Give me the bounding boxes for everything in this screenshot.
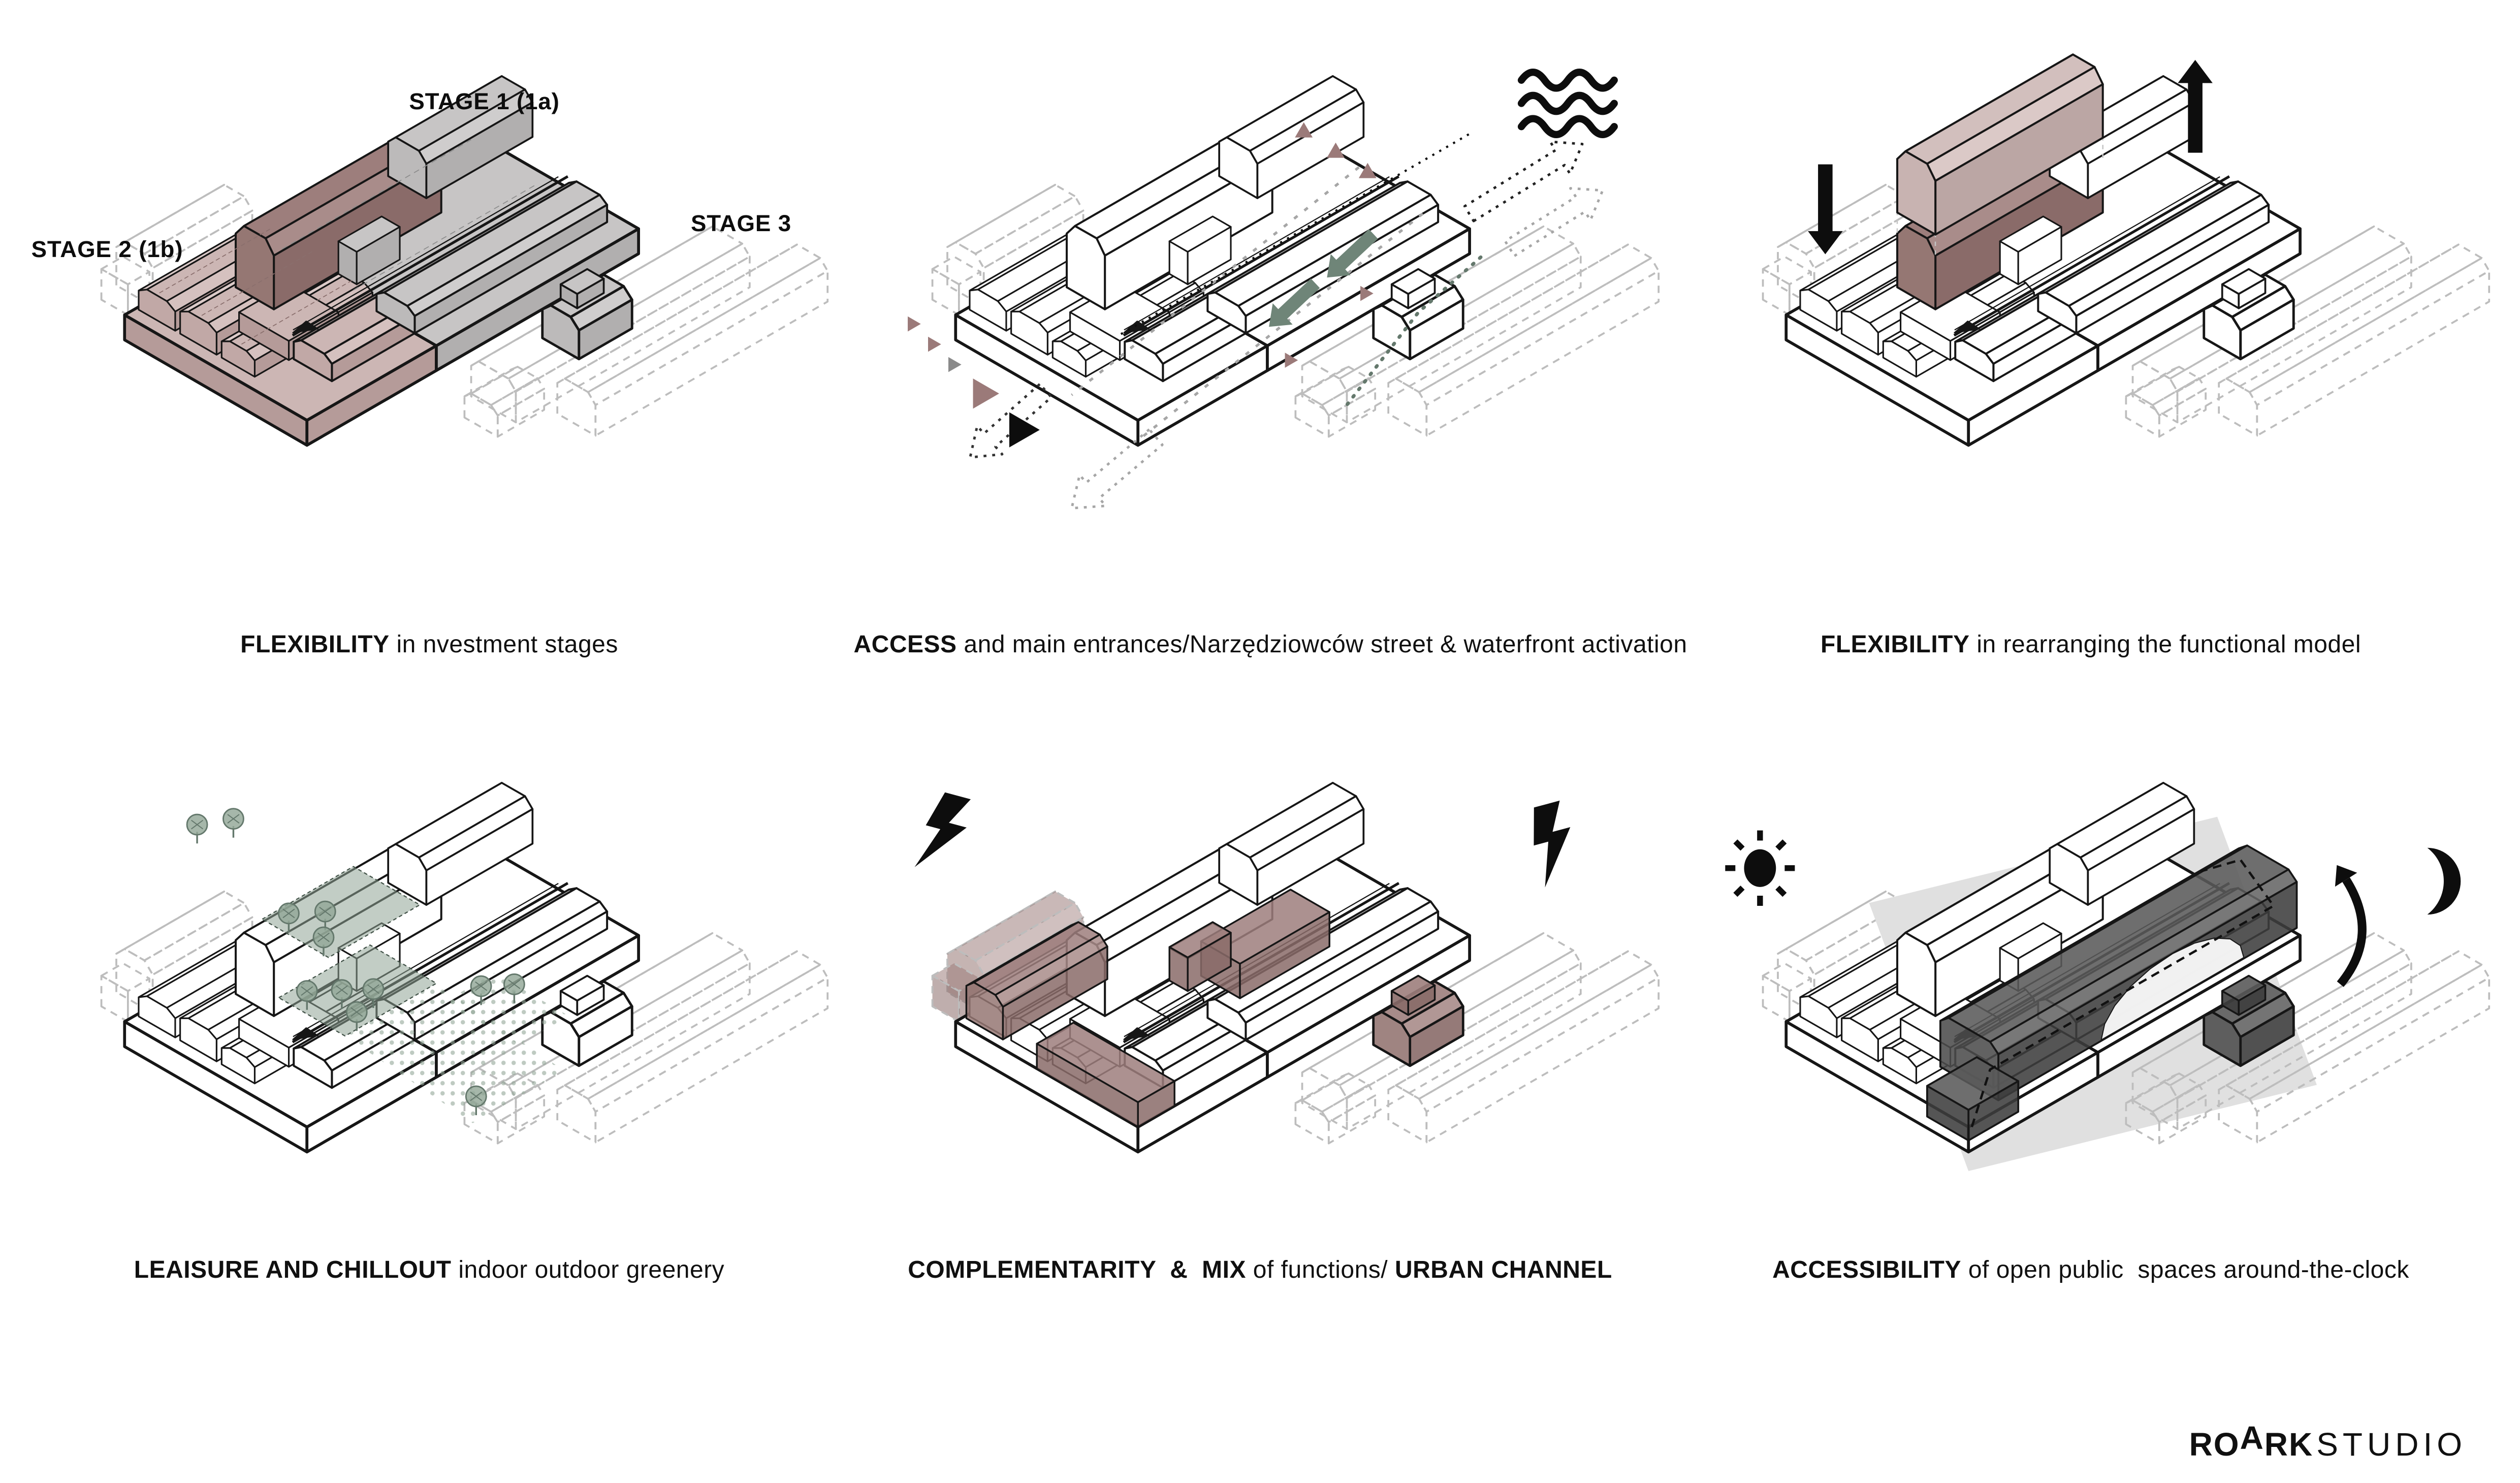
logo-roark-raised-a: A [2240,1419,2264,1456]
dashed-background-buildings-front [2125,932,2491,1145]
flexibility-model-illustration [1762,53,2491,447]
caption-bold: ACCESSIBILITY [1772,1256,1962,1283]
logo-studio: STUDIO [2316,1426,2467,1463]
tree-icon [278,902,300,933]
diagram-row-1: STAGE 1 (1a) STAGE 2 (1b) STAGE 3 FLEXIB… [0,28,2520,658]
tree-icon [470,975,492,1005]
green-zone-overlay [262,866,437,1037]
caption-bold: LEAISURE AND CHILLOUT [134,1256,452,1283]
diagram-content [100,781,829,1154]
small-building [541,974,633,1067]
highlight-volumes [965,889,1464,1128]
diagram-content [1762,53,2491,447]
tree-icon [503,973,525,1003]
studio-logo: ROARKSTUDIO [2189,1422,2467,1463]
diagram-content [100,75,829,447]
diagram-content [914,781,1660,1154]
floating-building-block [1896,53,2104,236]
dashed-background-building-top [100,890,253,1023]
panel-leisure: LEAISURE AND CHILLOUT indoor outdoor gre… [23,735,836,1284]
caption-text: of functions/ [1246,1256,1395,1283]
tree-icon [331,979,353,1009]
tree-icon [362,978,385,1008]
urban-channel-overlay [1926,844,2298,1142]
entrance-triangles [907,122,1377,448]
panel-accessibility: ACCESSIBILITY of open public spaces arou… [1684,735,2497,1284]
greenery-trees [186,808,525,1116]
caption-text: indoor outdoor greenery [451,1256,725,1283]
access-illustration [907,69,1660,510]
tree-icon [296,980,318,1010]
dashed-background-buildings-front [2125,225,2491,438]
panel-access: ACCESS and main entrances/Narzędziowców … [853,28,1687,658]
caption-bold: FLEXIBILITY [240,631,390,658]
diagram-row-2: LEAISURE AND CHILLOUT indoor outdoor gre… [0,735,2520,1284]
moon-icon [2427,847,2461,915]
panel-flexibility-model: FLEXIBILITY in rearranging the functiona… [1684,28,2497,658]
lightning-icon [914,792,971,867]
building-model [953,75,1471,447]
panel-mix: COMPLEMENTARITY & MIX of functions/ URBA… [854,735,1667,1284]
building-model [123,75,640,447]
panel-caption: FLEXIBILITY in rearranging the functiona… [1684,630,2497,658]
tree-icon [312,926,335,957]
panel-caption: ACCESSIBILITY of open public spaces arou… [1684,1256,2497,1284]
stage-3-label: STAGE 3 [691,210,791,236]
down-arrow-icon [1808,164,1843,255]
lightning-icon [1533,800,1570,888]
small-building [2203,268,2295,361]
accessibility-illustration [1725,781,2491,1172]
diagram-sheet: { "panels": [ { "id": "flexibility-stage… [0,28,2520,1483]
logo-roark-start: RO [2189,1426,2240,1463]
caption-text: in rearranging the functional model [1969,631,2361,658]
tree-icon [345,1001,368,1031]
diagram-content [1725,781,2491,1172]
caption-text: and main entrances/Narzędziowców street … [956,631,1687,658]
diagram-content [907,69,1660,510]
roof-detail-lines [159,139,536,345]
caption-bold: ACCESS [853,631,957,658]
tree-icon [465,1085,487,1116]
caption-text: in nvestment stages [389,631,618,658]
panel-flexibility-stages: STAGE 1 (1a) STAGE 2 (1b) STAGE 3 FLEXIB… [23,28,836,658]
waves-icon [1517,69,1618,138]
caption-bold-2: URBAN CHANNEL [1394,1256,1612,1283]
logo-roark-end: RK [2264,1426,2314,1463]
stage-1-label: STAGE 1 (1a) [409,88,559,114]
panel-caption: LEAISURE AND CHILLOUT indoor outdoor gre… [23,1256,836,1284]
dotted-route-arrows [968,131,1604,510]
dashed-background-buildings-front [463,225,829,438]
flexibility-stages-illustration: STAGE 1 (1a) STAGE 2 (1b) STAGE 3 [31,75,829,447]
sun-icon [1725,830,1795,906]
up-arrow-icon [2178,59,2213,153]
curved-arrow-icon [2335,865,2367,987]
panel-caption: ACCESS and main entrances/Narzędziowców … [853,630,1687,658]
tree-icon [222,808,244,838]
panel-caption: COMPLEMENTARITY & MIX of functions/ URBA… [854,1256,1667,1284]
green-entrance-arrows [1268,229,1378,327]
small-building [1371,268,1464,361]
stage-2-label: STAGE 2 (1b) [31,236,183,262]
caption-text: of open public spaces around-the-clock [1961,1256,2409,1283]
mix-illustration [914,781,1660,1154]
dashed-background-buildings-front [1294,932,1660,1145]
leisure-illustration [100,781,829,1154]
panel-caption: FLEXIBILITY in nvestment stages [23,630,836,658]
tree-icon [186,813,208,844]
small-building [541,268,633,361]
caption-bold: COMPLEMENTARITY & MIX [908,1256,1246,1283]
caption-bold: FLEXIBILITY [1821,631,1970,658]
dashed-background-buildings-front [1294,225,1660,438]
